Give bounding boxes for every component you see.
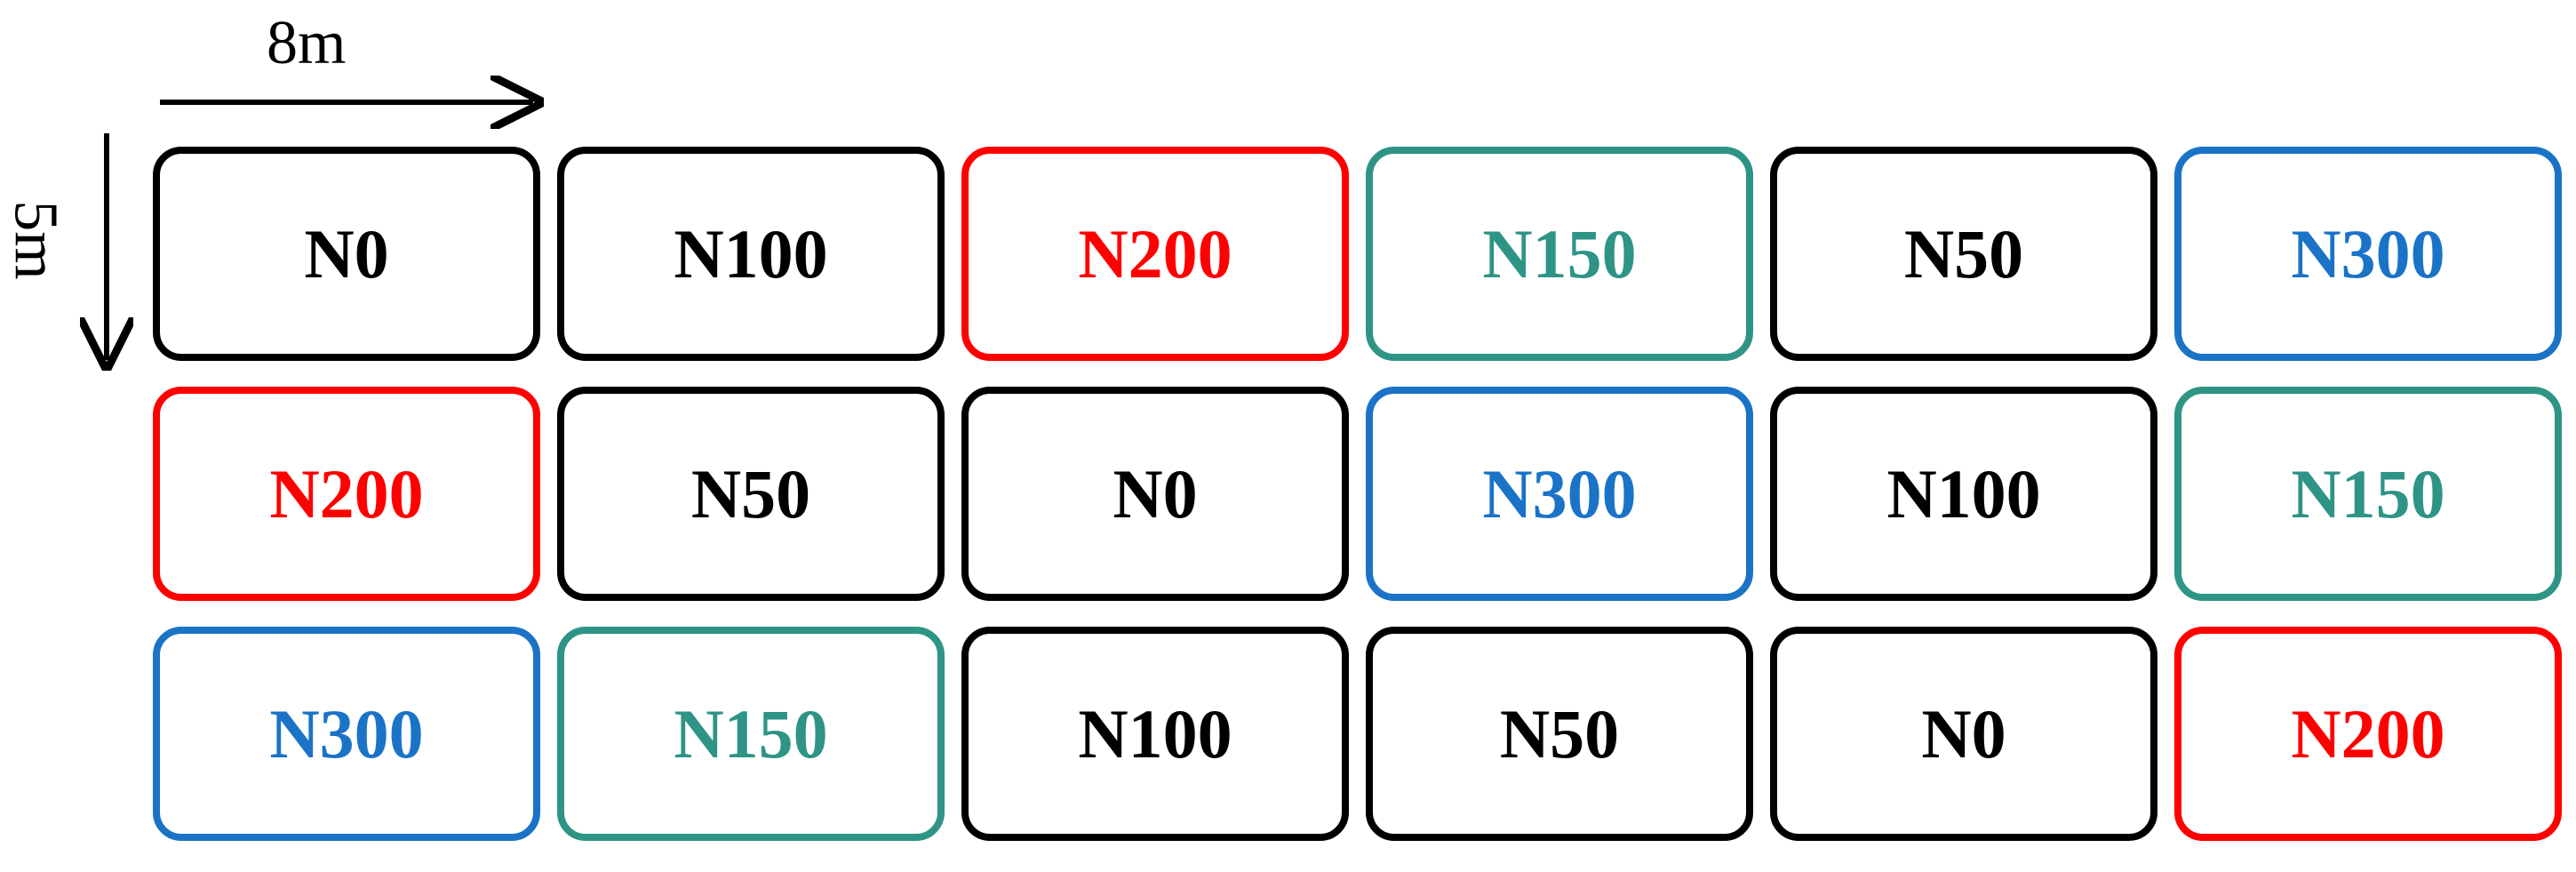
plot-cell: N200 [153,387,540,601]
plot-cell: N100 [961,627,1349,841]
plot-cell: N50 [1366,627,1753,841]
plot-cell: N100 [557,147,945,361]
plot-cell: N300 [1366,387,1753,601]
plot-cell: N200 [2174,627,2562,841]
plot-cell: N0 [961,387,1349,601]
plot-cell: N150 [1366,147,1753,361]
height-label: 5m [1,200,70,280]
width-label: 8m [267,9,347,77]
plot-cell: N100 [1770,387,2157,601]
plot-cell: N300 [2174,147,2562,361]
plot-cell: N150 [2174,387,2562,601]
plot-cell: N50 [557,387,945,601]
plot-cell: N0 [1770,627,2157,841]
plot-cell: N200 [961,147,1349,361]
plot-cell: N300 [153,627,540,841]
plot-cell: N50 [1770,147,2157,361]
plot-cell: N0 [153,147,540,361]
plot-cell: N150 [557,627,945,841]
